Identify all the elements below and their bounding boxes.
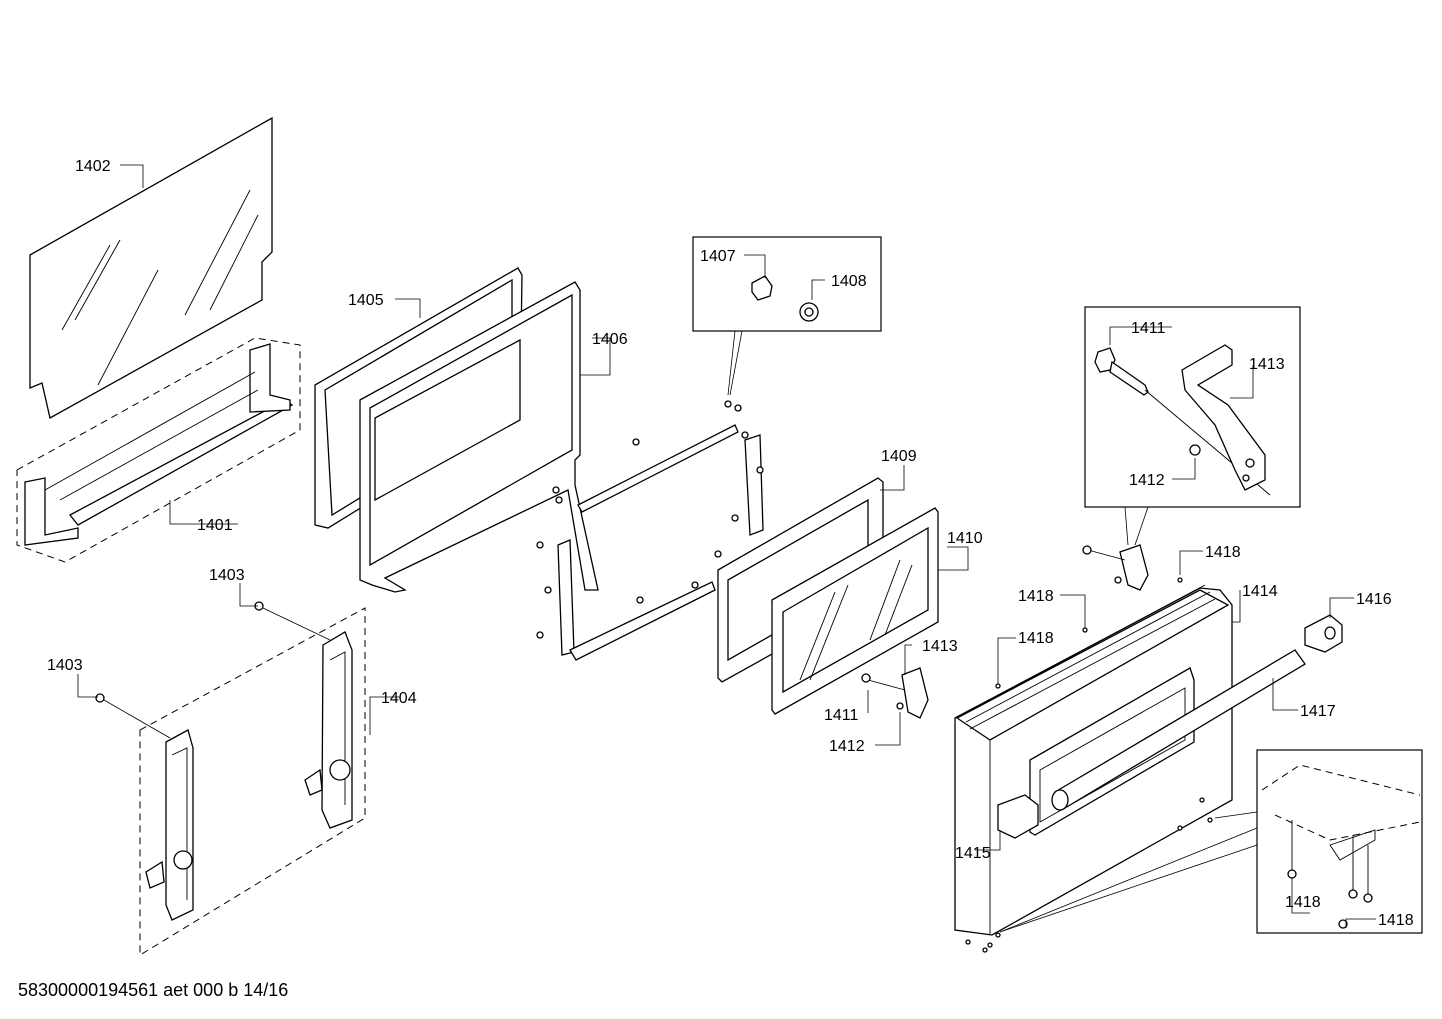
part-1413-bracket-small bbox=[861, 667, 929, 719]
label-1417: 1417 bbox=[1300, 703, 1336, 720]
label-1409: 1409 bbox=[881, 448, 917, 465]
label-1418-mid: 1418 bbox=[1018, 588, 1054, 605]
screws-and-rails bbox=[536, 400, 764, 661]
label-1414: 1414 bbox=[1242, 583, 1278, 600]
label-1418-left: 1418 bbox=[1018, 630, 1054, 647]
part-1402-glass-pane bbox=[29, 116, 273, 419]
detail-box-1407-1408 bbox=[692, 236, 882, 396]
part-1401-frame-rail bbox=[16, 337, 301, 563]
label-1413-upper: 1413 bbox=[1249, 356, 1285, 373]
label-1408: 1408 bbox=[831, 273, 867, 290]
label-1406: 1406 bbox=[592, 331, 628, 348]
label-1413-lower: 1413 bbox=[922, 638, 958, 655]
vent-slots bbox=[961, 584, 1216, 730]
label-1416: 1416 bbox=[1356, 591, 1392, 608]
label-1401: 1401 bbox=[197, 517, 233, 534]
label-1418-box-right: 1418 bbox=[1378, 912, 1414, 929]
detail-box-1411-1413 bbox=[1084, 306, 1301, 546]
label-1402: 1402 bbox=[75, 158, 111, 175]
leader-lines bbox=[77, 164, 1376, 928]
label-1405: 1405 bbox=[348, 292, 384, 309]
label-1412-lower: 1412 bbox=[829, 738, 865, 755]
part-1417-handle-bar bbox=[1051, 649, 1306, 811]
label-1403-upper: 1403 bbox=[209, 567, 245, 584]
label-1411-lower: 1411 bbox=[824, 707, 859, 724]
label-1411-upper: 1411 bbox=[1131, 320, 1166, 337]
door-screws bbox=[965, 577, 1213, 953]
part-1415-end-cap bbox=[997, 794, 1039, 839]
part-1414-door-panel bbox=[954, 584, 1233, 936]
detail-box-1418 bbox=[999, 749, 1423, 934]
label-1418-box-left: 1418 bbox=[1285, 894, 1321, 911]
label-1410: 1410 bbox=[947, 530, 983, 547]
label-1403-lower: 1403 bbox=[47, 657, 83, 674]
label-1404: 1404 bbox=[381, 690, 417, 707]
part-1416-end-cap bbox=[1304, 614, 1343, 653]
label-1418-top: 1418 bbox=[1205, 544, 1241, 561]
part-1406-inner-frame bbox=[359, 281, 599, 593]
part-1409-window-frame bbox=[717, 477, 884, 683]
part-1404-hinge-assembly bbox=[95, 601, 366, 956]
label-1415: 1415 bbox=[955, 845, 991, 862]
label-1412-upper: 1412 bbox=[1129, 472, 1165, 489]
part-1410-outer-glass bbox=[771, 507, 939, 715]
document-id: 58300000194561 aet 000 b 14/16 bbox=[18, 980, 289, 1000]
part-labels: 1402 1401 1403 1403 1404 1405 1406 1407 … bbox=[47, 158, 1414, 929]
part-1413-bracket-upper bbox=[1082, 544, 1149, 591]
label-1407: 1407 bbox=[700, 248, 736, 265]
